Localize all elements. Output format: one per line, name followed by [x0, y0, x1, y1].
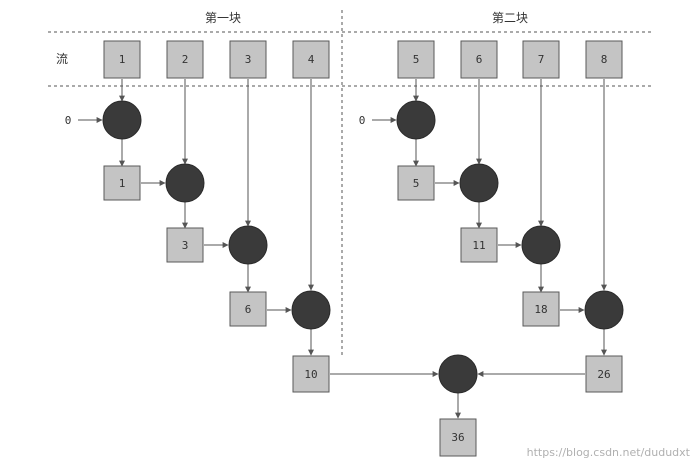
result-label: 36	[451, 431, 464, 444]
partial-label-6: 11	[472, 239, 485, 252]
partial-box-2	[166, 227, 204, 263]
input-box-1	[103, 40, 141, 79]
input-label-2: 2	[182, 53, 189, 66]
operator-node-5	[396, 100, 436, 140]
operator-node-6	[459, 163, 499, 203]
initial-value-1: 0	[65, 114, 72, 127]
operator-node-3	[228, 225, 268, 265]
input-label-1: 1	[119, 53, 126, 66]
operator-node-1	[102, 100, 142, 140]
partial-label-7: 18	[534, 303, 547, 316]
partial-box-4	[292, 355, 330, 393]
input-label-8: 8	[601, 53, 608, 66]
stream-label: 流	[56, 52, 68, 66]
input-label-4: 4	[308, 53, 315, 66]
block2-header: 第二块	[492, 11, 528, 25]
watermark-text: https://blog.csdn.net/dududxt	[527, 446, 691, 459]
combine-operator-node	[438, 354, 478, 394]
input-box-2	[166, 40, 204, 79]
input-label-3: 3	[245, 53, 252, 66]
input-box-4	[292, 40, 330, 79]
operator-node-4	[291, 290, 331, 330]
partial-label-8: 26	[597, 368, 610, 381]
partial-label-3: 6	[245, 303, 252, 316]
partial-label-1: 1	[119, 177, 126, 190]
partial-box-1	[103, 165, 141, 201]
edges	[78, 79, 607, 419]
partial-box-7	[522, 291, 560, 327]
operator-node-7	[521, 225, 561, 265]
partial-box-6	[460, 227, 498, 263]
input-stream: 1 2 3 4 5 6 7 8	[103, 40, 623, 79]
input-box-3	[229, 40, 267, 79]
input-label-6: 6	[476, 53, 483, 66]
block1-header: 第一块	[205, 11, 241, 25]
partial-box-3	[229, 291, 267, 327]
operators	[102, 100, 624, 394]
partial-box-8	[585, 355, 623, 393]
operator-node-8	[584, 290, 624, 330]
input-label-5: 5	[413, 53, 420, 66]
input-box-8	[585, 40, 623, 79]
partial-label-4: 10	[304, 368, 317, 381]
partial-label-2: 3	[182, 239, 189, 252]
result-box	[439, 418, 477, 457]
input-box-7	[522, 40, 560, 79]
input-label-7: 7	[538, 53, 545, 66]
operator-node-2	[165, 163, 205, 203]
partial-label-5: 5	[413, 177, 420, 190]
input-box-6	[460, 40, 498, 79]
partial-box-5	[397, 165, 435, 201]
input-box-5	[397, 40, 435, 79]
partial-sums: 1 3 6 10 5 11 18 26	[103, 165, 623, 393]
initial-value-2: 0	[359, 114, 366, 127]
